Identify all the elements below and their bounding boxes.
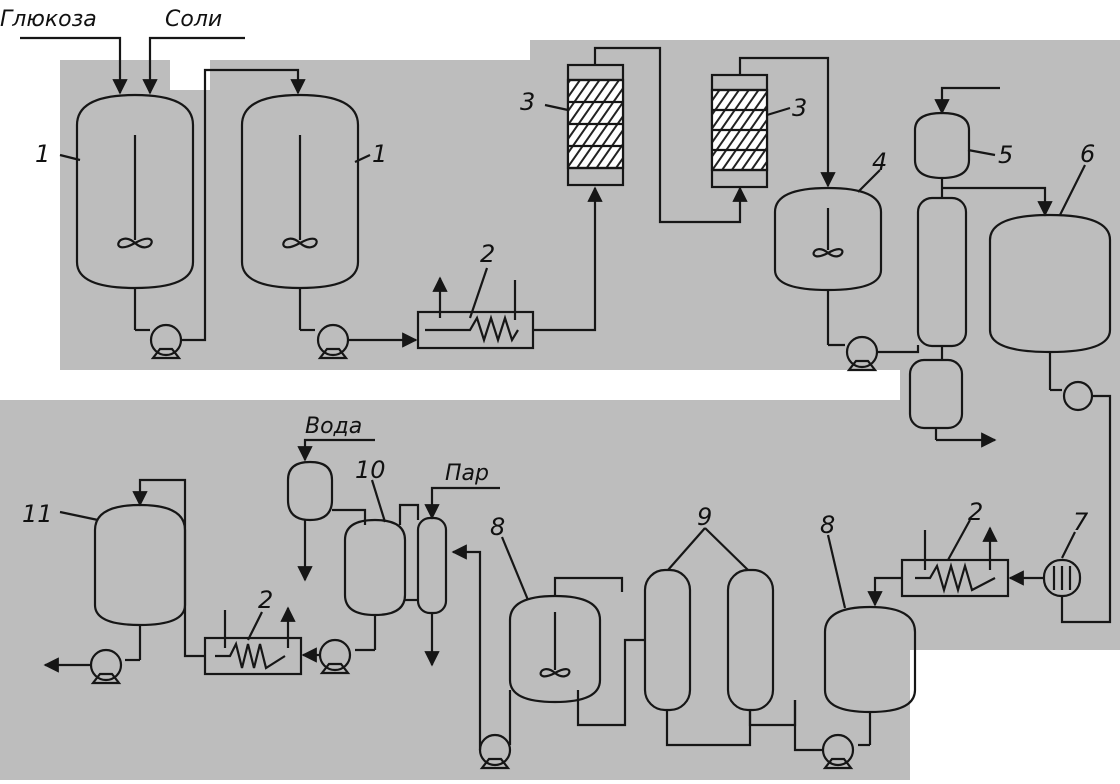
label-water: Вода (305, 414, 362, 439)
vessel-8-left (508, 594, 602, 704)
vessel-1b (240, 93, 360, 290)
number-3-left: 3 (520, 88, 535, 116)
number-9: 9 (697, 503, 712, 531)
evaporator-10 (343, 518, 407, 617)
number-4: 4 (872, 148, 887, 176)
number-3-right: 3 (792, 94, 807, 122)
vessel-1a (75, 93, 195, 290)
label-salts: Соли (165, 7, 222, 32)
label-steam: Пар (445, 461, 489, 486)
stirrer-1a (117, 237, 153, 249)
number-2-top: 2 (480, 240, 495, 268)
labels: Глюкоза Соли Вода Пар 1 1 2 3 3 4 5 6 7 … (0, 7, 1095, 614)
vessel-8-right (823, 605, 917, 714)
vessel-5 (913, 111, 971, 180)
label-glucose: Глюкоза (0, 7, 97, 32)
number-2-left: 2 (258, 586, 273, 614)
number-1-right: 1 (372, 140, 387, 168)
condenser (286, 460, 334, 522)
number-11: 11 (22, 500, 53, 528)
number-2-right: 2 (968, 498, 983, 526)
vessel-4 (773, 186, 883, 292)
number-7: 7 (1073, 508, 1089, 536)
number-8-left: 8 (490, 513, 505, 541)
page-background (0, 40, 1120, 780)
number-10: 10 (355, 456, 386, 484)
number-5: 5 (998, 141, 1013, 169)
stirrer-1b (282, 237, 318, 249)
number-8-right: 8 (820, 511, 835, 539)
equipment (20, 36, 1112, 770)
number-6: 6 (1080, 140, 1095, 168)
number-1-left: 1 (35, 140, 50, 168)
vessel-11 (93, 503, 187, 627)
vessel-6 (988, 213, 1112, 354)
